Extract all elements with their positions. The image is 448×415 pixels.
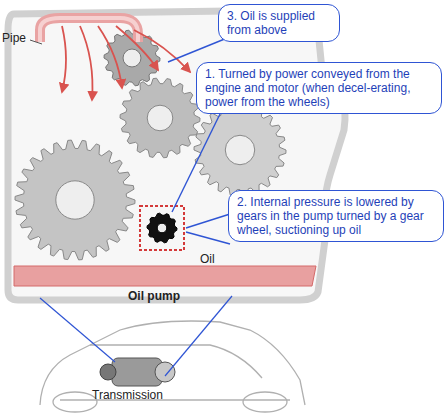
transmission-unit xyxy=(100,358,175,386)
oil-flow-arrows xyxy=(62,26,190,100)
gear xyxy=(15,140,135,260)
callout-box: 3. Oil is supplied from above xyxy=(218,4,340,42)
pipe xyxy=(40,18,138,42)
callout-box: 2. Internal pressure is lowered by gears… xyxy=(228,190,444,242)
gear xyxy=(194,104,286,196)
pump-highlight xyxy=(140,206,184,250)
gear-hub xyxy=(147,105,173,131)
housing xyxy=(8,10,345,300)
pipe-highlight xyxy=(40,18,138,42)
gear-hub xyxy=(123,49,141,67)
gear xyxy=(120,78,200,158)
part-label: Pipe xyxy=(2,31,26,45)
oil-pool xyxy=(14,266,316,286)
leader-line xyxy=(30,40,42,44)
gear xyxy=(147,213,177,243)
pump-gear xyxy=(147,213,177,243)
callout-box: 1. Turned by power conveyed from the eng… xyxy=(196,62,442,114)
gear xyxy=(104,30,160,86)
callout-text: 3. Oil is supplied from above xyxy=(227,9,331,37)
gear-hub xyxy=(56,181,94,219)
guide-lines xyxy=(40,296,232,376)
part-label: Oil xyxy=(200,252,215,266)
callout-text: 1. Turned by power conveyed from the eng… xyxy=(205,67,433,109)
part-label: Oil pump xyxy=(128,289,180,303)
callout-text: 2. Internal pressure is lowered by gears… xyxy=(237,195,435,237)
gear-hub xyxy=(157,223,167,233)
part-label: Transmission xyxy=(92,388,163,402)
gear-hub xyxy=(225,135,254,164)
